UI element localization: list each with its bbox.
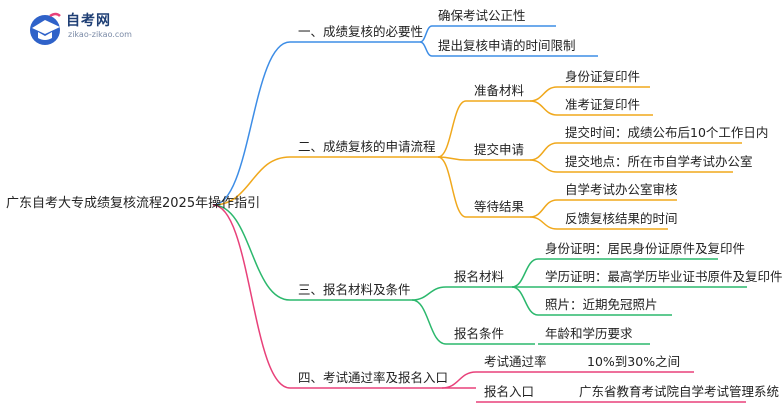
root-to-branch-1-link	[212, 41, 291, 206]
mindmap: 自考网 zikao-zikao.com 广东自考大专成绩复核流程2025年操作指…	[6, 8, 783, 403]
branch-2-sub-3-link	[437, 156, 467, 218]
branch-2-sub-2-leaf-1-link	[529, 142, 558, 161]
branch-2-sub-1-leaf-2-link	[529, 100, 558, 116]
branch-2-sub-1-leaf-2: 准考证复印件	[565, 97, 641, 112]
graduation-cap-icon	[30, 12, 61, 45]
branch-3-sub-1: 报名材料	[454, 269, 505, 284]
root-node: 广东自考大专成绩复核流程2025年操作指引	[6, 196, 261, 211]
branch-2-sub-1-leaf-1: 身份证复印件	[565, 69, 641, 84]
branch-3-node: 三、报名材料及条件	[298, 282, 411, 297]
mindmap-connectors	[212, 25, 747, 403]
branch-2-sub-2-leaf-1: 提交时间：成绩公布后10个工作日内	[565, 125, 769, 140]
branch-3-sub-1-leaf-3: 照片：近期免冠照片	[545, 297, 658, 312]
branch-3-sub-1-leaf-1: 身份证明：居民身份证原件及复印件	[545, 241, 746, 256]
branch-2-sub-3-leaf-1: 自学考试办公室审核	[565, 182, 678, 197]
branch-2-sub-1-link	[437, 100, 467, 158]
branch-1-leaf-2-link	[419, 41, 433, 57]
branch-3-sub-1-leaf-1-link	[511, 258, 539, 288]
brand-name: 自考网	[66, 13, 111, 29]
branch-4-sub-2-leaf-1: 广东省教育考试院自学考试管理系统	[579, 384, 780, 399]
branch-3-sub-2-leaf-1: 年龄和学历要求	[545, 326, 633, 341]
branch-3-sub-1-leaf-3-link	[511, 286, 539, 316]
branch-2-sub-3-leaf-2: 反馈复核结果的时间	[565, 211, 678, 226]
branch-4-node: 四、考试通过率及报名入口	[298, 370, 449, 385]
branch-3-sub-2-link	[411, 299, 447, 345]
root-to-branch-3-link	[212, 204, 291, 301]
branch-2-sub-2-leaf-2: 提交地点：所在市自学考试办公室	[565, 154, 753, 169]
brand-watermark: 自考网 zikao-zikao.com	[26, 8, 138, 52]
branch-4-sub-2: 报名入口	[484, 384, 535, 399]
branch-3-sub-1-link	[411, 286, 447, 301]
brand-url: zikao-zikao.com	[68, 30, 132, 39]
root-to-branch-2-link	[212, 156, 291, 206]
branch-3-sub-2: 报名条件	[454, 326, 505, 341]
branch-2-sub-3-leaf-1-link	[529, 199, 558, 218]
branch-1-leaf-1: 确保考试公正性	[438, 8, 526, 23]
branch-3-sub-1-leaf-2: 学历证明：最高学历毕业证书原件及复印件	[545, 269, 783, 284]
branch-2-node: 二、成绩复核的申请流程	[298, 139, 436, 154]
branch-2-sub-3: 等待结果	[474, 199, 525, 214]
branch-4-sub-1: 考试通过率	[484, 354, 547, 369]
branch-2-sub-2-link	[437, 156, 467, 161]
branch-2-sub-1-leaf-1-link	[529, 86, 558, 102]
branch-1-leaf-2: 提出复核申请的时间限制	[438, 38, 576, 53]
branch-2-sub-2-leaf-2-link	[529, 159, 558, 173]
branch-4-sub-1-leaf-1: 10%到30%之间	[587, 354, 681, 369]
branch-2-sub-2: 提交申请	[474, 142, 525, 157]
branch-1-node: 一、成绩复核的必要性	[298, 24, 424, 39]
root-to-branch-4-link	[212, 204, 291, 389]
branch-2-sub-1: 准备材料	[474, 83, 525, 98]
branch-2-sub-3-leaf-2-link	[529, 216, 558, 230]
